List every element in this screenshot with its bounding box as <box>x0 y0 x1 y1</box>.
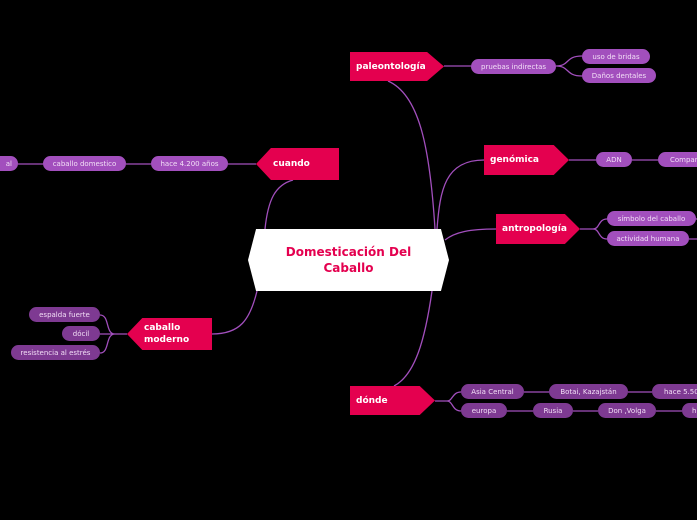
node-adn[interactable]: ADN <box>596 152 632 167</box>
node-botai[interactable]: Botai, Kazajstán <box>549 384 628 399</box>
node-don-volga[interactable]: Don ,Volga <box>598 403 656 418</box>
topic-cuando[interactable]: cuando <box>256 148 339 180</box>
node-europa[interactable]: europa <box>461 403 507 418</box>
node-actividad-humana[interactable]: actividad humana <box>607 231 689 246</box>
node-danos-dentales[interactable]: Daños dentales <box>582 68 656 83</box>
node-hace-4200[interactable]: hace 4.200 años <box>151 156 228 171</box>
node-rusia[interactable]: Rusia <box>533 403 573 418</box>
central-topic[interactable]: Domesticación Del Caballo <box>248 229 449 291</box>
node-pruebas-indirectas[interactable]: pruebas indirectas <box>471 59 556 74</box>
topic-antropologia[interactable]: antropología <box>496 214 580 244</box>
node-caballo-domestico[interactable]: caballo domestico <box>43 156 126 171</box>
node-asia-central[interactable]: Asia Central <box>461 384 524 399</box>
topic-genomica[interactable]: genómica <box>484 145 569 175</box>
topic-paleontologia[interactable]: paleontología <box>350 52 444 81</box>
node-hace-5500[interactable]: hace 5.50 <box>652 384 697 399</box>
node-resistencia-al-estres[interactable]: resistencia al estrés <box>11 345 100 360</box>
node-uso-de-bridas[interactable]: uso de bridas <box>582 49 650 64</box>
topic-donde[interactable]: dónde <box>350 386 435 415</box>
node-cut-off[interactable]: al <box>0 156 18 171</box>
node-espalda-fuerte[interactable]: espalda fuerte <box>29 307 100 322</box>
node-cut-off-2[interactable]: h <box>682 403 697 418</box>
node-simbolo-del-caballo[interactable]: símbolo del caballo <box>607 211 696 226</box>
topic-caballo-moderno[interactable]: caballo moderno <box>127 318 212 350</box>
node-comparacion[interactable]: Compar <box>658 152 697 167</box>
node-docil[interactable]: dócil <box>62 326 100 341</box>
